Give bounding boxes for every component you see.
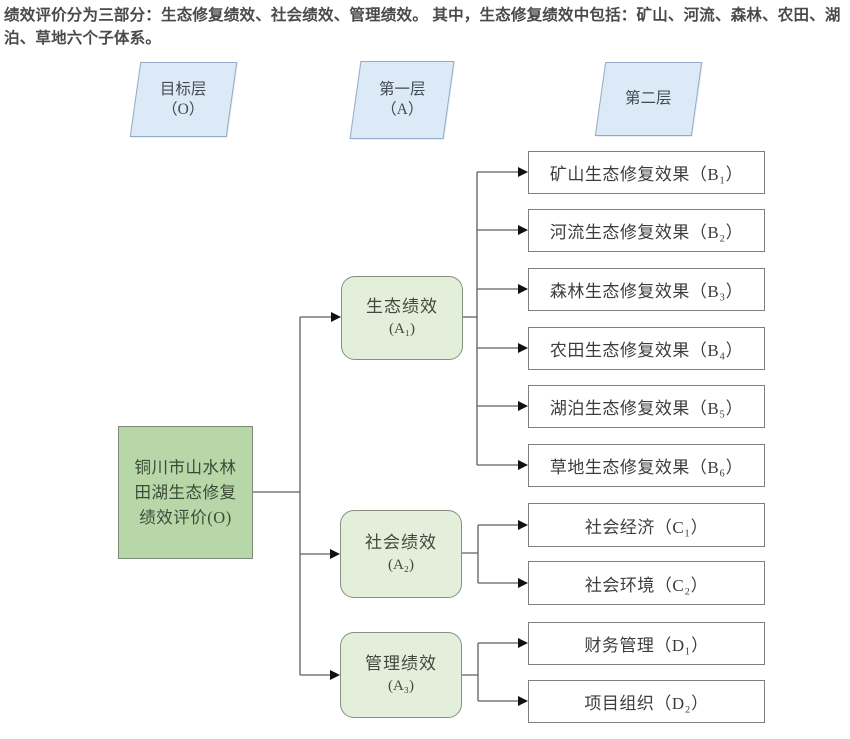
arrowhead-a2 bbox=[330, 549, 340, 559]
node-b3: 森林生态修复效果（B₃） bbox=[528, 268, 765, 311]
arrowhead-c1 bbox=[518, 520, 528, 530]
node-d1: 财务管理（D₁） bbox=[528, 622, 765, 665]
node-a1-code: (A₁) bbox=[388, 321, 416, 337]
intro-text: 绩效评价分为三部分：生态修复绩效、社会绩效、管理绩效。 其中，生态修复绩效中包括… bbox=[4, 7, 841, 47]
arrowhead-b1 bbox=[518, 167, 528, 177]
node-b4: 农田生态修复效果（B₄） bbox=[528, 327, 765, 370]
node-a2: 社会绩效 (A₂) bbox=[340, 510, 462, 598]
node-a1: 生态绩效 (A₁) bbox=[341, 276, 463, 360]
layer-first-title: 第一层 bbox=[378, 81, 426, 98]
node-b1: 矿山生态修复效果（B₁） bbox=[528, 151, 765, 194]
root-line-3: 绩效评价(O) bbox=[139, 508, 232, 527]
node-a3-label: 管理绩效 bbox=[365, 654, 437, 673]
node-b2: 河流生态修复效果（B₂） bbox=[528, 209, 765, 252]
node-a2-label: 社会绩效 bbox=[365, 533, 437, 552]
layer-label-first: 第一层 （A） bbox=[349, 61, 455, 139]
arrowhead-b3 bbox=[518, 284, 528, 294]
arrowhead-d1 bbox=[518, 638, 528, 648]
node-a3-code: (A₃) bbox=[387, 678, 415, 694]
arrowhead-b4 bbox=[518, 343, 528, 353]
arrowhead-b5 bbox=[518, 401, 528, 411]
layer-first-code: （A） bbox=[380, 101, 424, 118]
node-b6: 草地生态修复效果（B₆） bbox=[528, 444, 765, 487]
node-a1-label: 生态绩效 bbox=[366, 297, 438, 316]
node-b5: 湖泊生态修复效果（B₅） bbox=[528, 385, 765, 428]
node-a3: 管理绩效 (A₃) bbox=[340, 632, 462, 718]
node-d2: 项目组织（D₂） bbox=[528, 680, 765, 723]
arrowhead-c2 bbox=[518, 578, 528, 588]
node-c1: 社会经济（C₁） bbox=[528, 503, 765, 547]
root-line-2: 田湖生态修复 bbox=[134, 483, 237, 502]
layer-objective-title: 目标层 bbox=[160, 80, 207, 98]
arrowhead-a1 bbox=[331, 312, 341, 322]
arrowhead-b2 bbox=[518, 225, 528, 235]
arrowhead-d2 bbox=[518, 696, 528, 706]
node-c2: 社会环境（C₂） bbox=[528, 561, 765, 605]
layer-objective-code: （O） bbox=[162, 100, 205, 118]
layer-label-objective: 目标层 （O） bbox=[129, 62, 238, 137]
node-a2-code: (A₂) bbox=[387, 557, 415, 573]
layer-second-title: 第二层 bbox=[625, 90, 672, 107]
layer-label-second: 第二层 bbox=[594, 62, 703, 136]
node-root: 铜川市山水林 田湖生态修复 绩效评价(O) bbox=[118, 426, 253, 559]
arrowhead-b6 bbox=[518, 460, 528, 470]
root-line-1: 铜川市山水林 bbox=[134, 458, 237, 477]
arrowhead-a3 bbox=[330, 670, 340, 680]
